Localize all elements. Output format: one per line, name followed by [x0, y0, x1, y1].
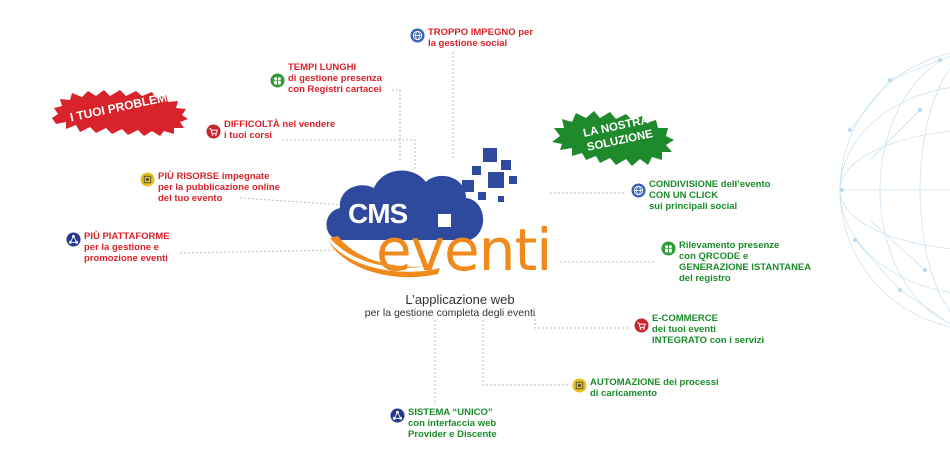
people-icon — [270, 73, 285, 88]
tagline-line1: L’applicazione web — [405, 292, 515, 307]
problem-line: TROPPO IMPEGNO per — [428, 27, 534, 38]
solution-line: GENERAZIONE ISTANTANEA — [679, 262, 812, 273]
logo-eventi-text: eventi — [376, 216, 552, 284]
solution-line: Provider e Discente — [408, 429, 497, 440]
globe-icon — [631, 183, 646, 198]
solution-line: INTEGRATO con i servizi — [652, 335, 765, 346]
problem-line: per la pubblicazione online — [158, 182, 280, 193]
problem-line: PIÙ RISORSE impegnate — [158, 171, 270, 182]
gear-icon — [572, 378, 587, 393]
solution-line: CONDIVISIONE dell’evento — [649, 179, 771, 190]
problem-line: PIÙ PIATTAFORME — [84, 231, 170, 242]
cart-icon — [206, 124, 221, 139]
solution-line: SISTEMA “UNICO” — [408, 407, 493, 418]
problem-line: i tuoi corsi — [224, 130, 273, 141]
globe-icon — [410, 28, 425, 43]
solution-line: CON UN CLICK — [649, 190, 719, 201]
problem-line: promozione eventi — [84, 253, 168, 264]
problem-line: DIFFICOLTÀ nel vendere — [224, 119, 336, 130]
people-icon — [661, 241, 676, 256]
solution-line: Rilevamento presenze — [679, 240, 780, 251]
solution-line: di caricamento — [590, 388, 658, 399]
solution-line: con interfaccia web — [408, 418, 497, 429]
problem-line: la gestione social — [428, 38, 508, 49]
solution-line: sui principali social — [649, 201, 738, 212]
logo-white-square — [438, 214, 451, 227]
network-icon — [390, 408, 405, 423]
problem-line: TEMPI LUNGHI — [288, 62, 357, 73]
problem-line: per la gestione e — [84, 242, 159, 253]
solution-line: AUTOMAZIONE dei processi — [590, 377, 719, 388]
network-icon — [66, 232, 81, 247]
gear-icon — [140, 172, 155, 187]
solution-line: E-COMMERCE — [652, 313, 718, 324]
cart-icon — [634, 318, 649, 333]
problems-badge — [52, 90, 188, 136]
solution-line: del registro — [679, 273, 731, 284]
problem-line: di gestione presenza — [288, 73, 382, 84]
solution-line: dei tuoi eventi — [652, 324, 716, 335]
problem-line: del tuo evento — [158, 193, 223, 204]
solution-line: con QRCODE e — [679, 251, 749, 262]
tagline-line2: per la gestione completa degli eventi — [364, 307, 536, 319]
solution-badge — [552, 111, 674, 166]
problem-line: con Registri cartacei — [288, 84, 382, 95]
network-globe-decoration — [839, 52, 950, 328]
logo-cms-text: CMS — [348, 198, 408, 229]
